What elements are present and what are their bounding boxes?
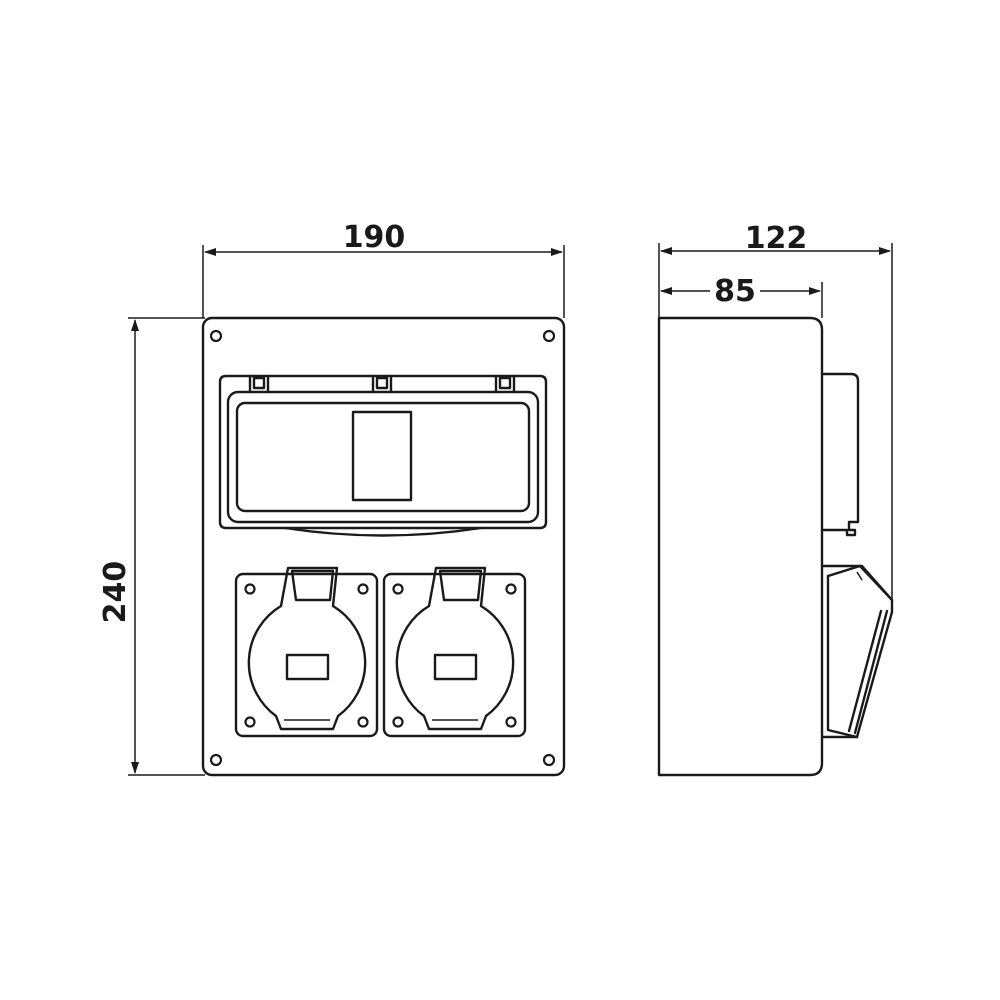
socket-left <box>234 566 379 738</box>
socket-lid <box>395 566 515 731</box>
socket-plate <box>234 572 379 738</box>
top-clip-icon <box>494 374 516 394</box>
breaker-cover-side <box>820 372 860 537</box>
socket-screw-icon <box>357 583 369 595</box>
socket-screw-icon <box>505 583 517 595</box>
socket-screw-icon <box>357 716 369 728</box>
breaker-switch <box>351 410 413 502</box>
socket-lid-tab <box>438 569 483 602</box>
height-dimension: 240 <box>98 317 205 776</box>
enclosure-front <box>201 316 566 777</box>
breaker-cover-frame <box>218 374 548 530</box>
top-clip-icon <box>248 374 270 394</box>
breaker-cover <box>218 374 548 537</box>
cover-hinge-arc <box>283 526 483 537</box>
height-label: 240 <box>98 561 133 624</box>
corner-screw-icon <box>209 753 223 767</box>
socket-screw-icon <box>244 583 256 595</box>
socket-screw-icon <box>244 716 256 728</box>
width-label: 190 <box>343 220 406 255</box>
socket-right <box>382 566 527 738</box>
socket-side-face <box>826 574 859 739</box>
socket-plate <box>382 572 527 738</box>
corner-screw-icon <box>542 753 556 767</box>
window-outer <box>226 390 540 524</box>
total-depth-label: 122 <box>745 221 808 256</box>
front-view: 190 240 <box>98 220 566 777</box>
socket-lid <box>247 566 367 731</box>
socket-side-notch <box>856 571 863 581</box>
body-depth-dimension: 85 <box>660 274 823 318</box>
corner-screw-icon <box>542 329 556 343</box>
total-depth-dimension: 122 <box>658 221 893 610</box>
socket-lid-tab <box>290 569 335 602</box>
enclosure-side <box>657 316 824 777</box>
body-depth-label: 85 <box>714 274 756 309</box>
width-dimension: 190 <box>202 220 565 318</box>
socket-side-body <box>820 564 894 739</box>
socket-label-window <box>433 653 478 681</box>
side-view: 122 85 <box>657 221 894 777</box>
corner-screw-icon <box>209 329 223 343</box>
socket-side-edge2 <box>853 609 889 735</box>
socket-side-edge <box>847 609 883 733</box>
socket-screw-icon <box>392 583 404 595</box>
socket-screw-icon <box>505 716 517 728</box>
socket-side <box>820 564 894 739</box>
socket-side-top <box>826 564 894 602</box>
window-inner <box>235 401 531 513</box>
top-clip-icon <box>371 374 393 394</box>
socket-screw-icon <box>392 716 404 728</box>
socket-label-window <box>285 653 330 681</box>
